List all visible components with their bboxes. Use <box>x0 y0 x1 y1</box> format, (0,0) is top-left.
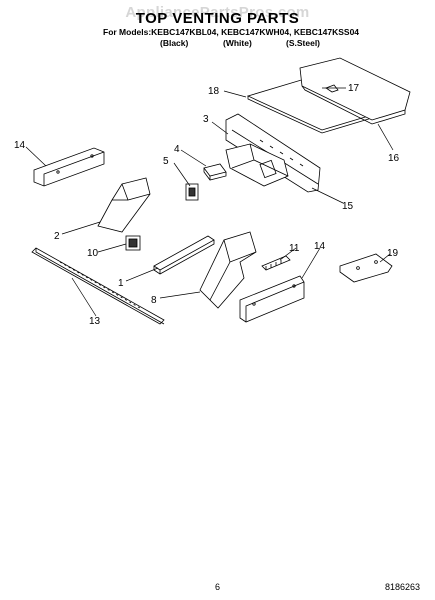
callout-4: 4 <box>174 144 180 155</box>
leader-lines <box>25 87 394 317</box>
color-steel: (S.Steel) <box>286 38 321 48</box>
callout-5: 5 <box>163 156 169 167</box>
callout-13: 13 <box>89 316 101 327</box>
part-bracket-assembly <box>199 231 257 309</box>
callout-15: 15 <box>342 201 354 212</box>
callout-8: 8 <box>151 295 157 306</box>
part-bracket-right <box>239 275 305 323</box>
part-long-rail <box>31 247 165 325</box>
callout-labels: 18 17 3 14 4 5 16 15 2 10 11 14 19 1 8 1… <box>14 83 400 327</box>
part-duct <box>97 177 151 233</box>
callout-19: 19 <box>387 248 399 259</box>
callout-18: 18 <box>208 86 220 97</box>
part-vent-body <box>225 143 289 187</box>
part-plate <box>339 253 393 283</box>
color-white: (White) <box>223 38 252 48</box>
color-black: (Black) <box>160 38 189 48</box>
page-title: TOP VENTING PARTS <box>135 10 300 27</box>
callout-16: 16 <box>388 153 400 164</box>
callout-14-right: 14 <box>314 241 326 252</box>
part-switch-10 <box>125 235 141 251</box>
callout-2: 2 <box>54 231 60 242</box>
models-line: For Models:KEBC147KBL04, KEBC147KWH04, K… <box>103 27 360 37</box>
part-switch-5 <box>185 183 199 201</box>
part-bracket-left <box>33 147 105 187</box>
part-small-block <box>203 163 227 181</box>
page-number: 6 <box>214 582 220 592</box>
watermark: AppliancePartsPros.com <box>125 4 310 21</box>
callout-17: 17 <box>348 83 360 94</box>
callout-11: 11 <box>289 243 300 254</box>
callout-3: 3 <box>203 114 209 125</box>
callout-10: 10 <box>87 248 99 259</box>
part-strip <box>153 235 215 275</box>
callout-14-left: 14 <box>14 140 26 151</box>
callout-1: 1 <box>118 278 124 289</box>
part-vent-channel <box>225 113 321 193</box>
part-right-panel <box>299 57 411 125</box>
document-number: 8186263 <box>384 582 420 592</box>
part-terminal <box>261 255 291 271</box>
